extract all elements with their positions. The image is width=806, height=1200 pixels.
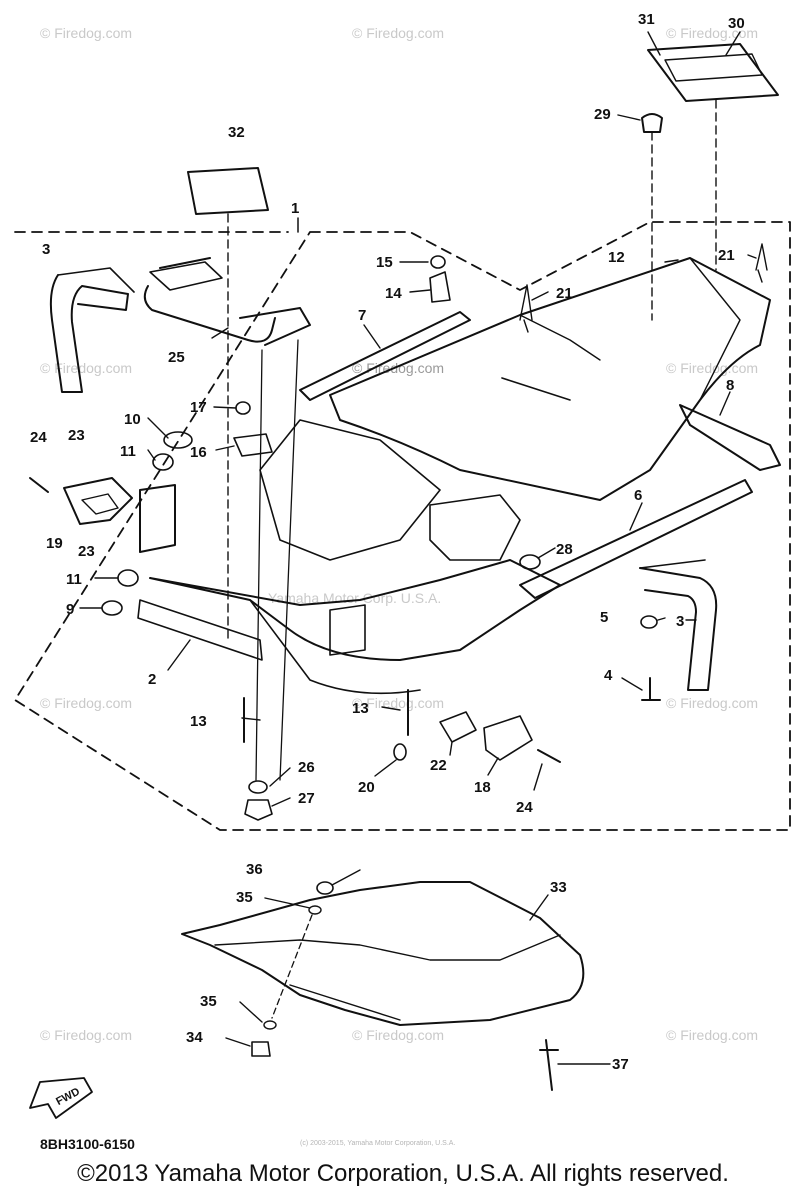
callout-2: 2 (148, 671, 156, 688)
callout-28: 28 (556, 541, 573, 558)
plate-part (187, 167, 269, 215)
skid-plate-part (181, 881, 585, 1026)
callout-21: 21 (556, 285, 573, 302)
assembly-outline (14, 221, 791, 831)
callout-30: 30 (728, 15, 745, 32)
tunnel-part (329, 257, 771, 501)
callout-34: 34 (186, 1029, 203, 1046)
callout-19: 19 (46, 535, 63, 552)
callout-33: 33 (550, 879, 567, 896)
fwd-arrow-icon (29, 1077, 93, 1119)
watermark: © Firedog.com (40, 360, 133, 376)
bracket-part (679, 404, 781, 471)
bushing-part (117, 569, 139, 587)
front-frame-part (149, 559, 561, 661)
callout-23: 23 (68, 427, 85, 444)
callout-21: 21 (718, 247, 735, 264)
callout-13: 13 (190, 713, 207, 730)
callout-4: 4 (604, 667, 613, 684)
rail-part (299, 311, 471, 401)
callout-17: 17 (190, 399, 207, 416)
callout-6: 6 (634, 487, 642, 504)
watermark: © Firedog.com (666, 695, 759, 711)
bushing-part (163, 431, 193, 449)
callout-3: 3 (676, 613, 684, 630)
knob-part (641, 113, 663, 133)
callout-11: 11 (66, 571, 82, 588)
callout-14: 14 (385, 285, 402, 302)
watermark: © Firedog.com (352, 360, 445, 376)
rail-part (519, 479, 753, 599)
callout-37: 37 (612, 1056, 629, 1073)
callout-7: 7 (358, 307, 366, 324)
callout-20: 20 (358, 779, 375, 796)
bolt-part (519, 284, 533, 333)
watermark: © Firedog.com (666, 360, 759, 376)
callout-11: 11 (120, 443, 136, 460)
bracket-part (233, 433, 273, 457)
watermark: © Firedog.com (666, 25, 759, 41)
grab-bar-part (143, 257, 311, 346)
callout-13: 13 (352, 700, 369, 717)
callout-8: 8 (726, 377, 734, 394)
callout-27: 27 (298, 790, 315, 807)
bushing-part (152, 453, 174, 471)
callout-24: 24 (516, 799, 533, 816)
callout-1: 1 (291, 200, 299, 217)
gasket-part (63, 477, 133, 525)
watermark: © Firedog.com (352, 695, 445, 711)
copyright-notice: ©2013 Yamaha Motor Corporation, U.S.A. A… (77, 1160, 729, 1187)
bolt-part (755, 243, 768, 283)
callout-12: 12 (608, 249, 625, 266)
bushing-part (101, 600, 123, 616)
callout-23: 23 (78, 543, 95, 560)
callout-15: 15 (376, 254, 393, 271)
callout-35: 35 (236, 889, 253, 906)
callout-25: 25 (168, 349, 185, 366)
watermark-partial: Yamaha Motor Corp. U.S.A. (268, 590, 442, 606)
steering-pivot-part (139, 484, 176, 553)
callout-29: 29 (594, 106, 611, 123)
watermark: © Firedog.com (352, 25, 445, 41)
watermark: © Firedog.com (40, 1027, 133, 1043)
callout-26: 26 (298, 759, 315, 776)
callout-3: 3 (42, 241, 50, 258)
callout-31: 31 (638, 11, 655, 28)
callout-36: 36 (246, 861, 263, 878)
callout-35: 35 (200, 993, 217, 1010)
watermark: © Firedog.com (666, 1027, 759, 1043)
callout-22: 22 (430, 757, 447, 774)
watermark: © Firedog.com (40, 695, 133, 711)
watermark: © Firedog.com (40, 25, 133, 41)
callout-5: 5 (600, 609, 608, 626)
tiny-notice: (c) 2003-2015, Yamaha Motor Corporation,… (300, 1140, 456, 1147)
callout-32: 32 (228, 124, 245, 141)
bumper-part (639, 567, 718, 691)
fwd-label: FWD (54, 1086, 82, 1108)
watermark: © Firedog.com (352, 1027, 445, 1043)
figure-code: 8BH3100-6150 (40, 1136, 135, 1152)
seat-pad-part (647, 43, 779, 102)
callout-18: 18 (474, 779, 491, 796)
callout-9: 9 (66, 601, 74, 618)
callout-24: 24 (30, 429, 47, 446)
callout-16: 16 (190, 444, 207, 461)
callout-10: 10 (124, 411, 141, 428)
bumper-part (49, 274, 129, 393)
